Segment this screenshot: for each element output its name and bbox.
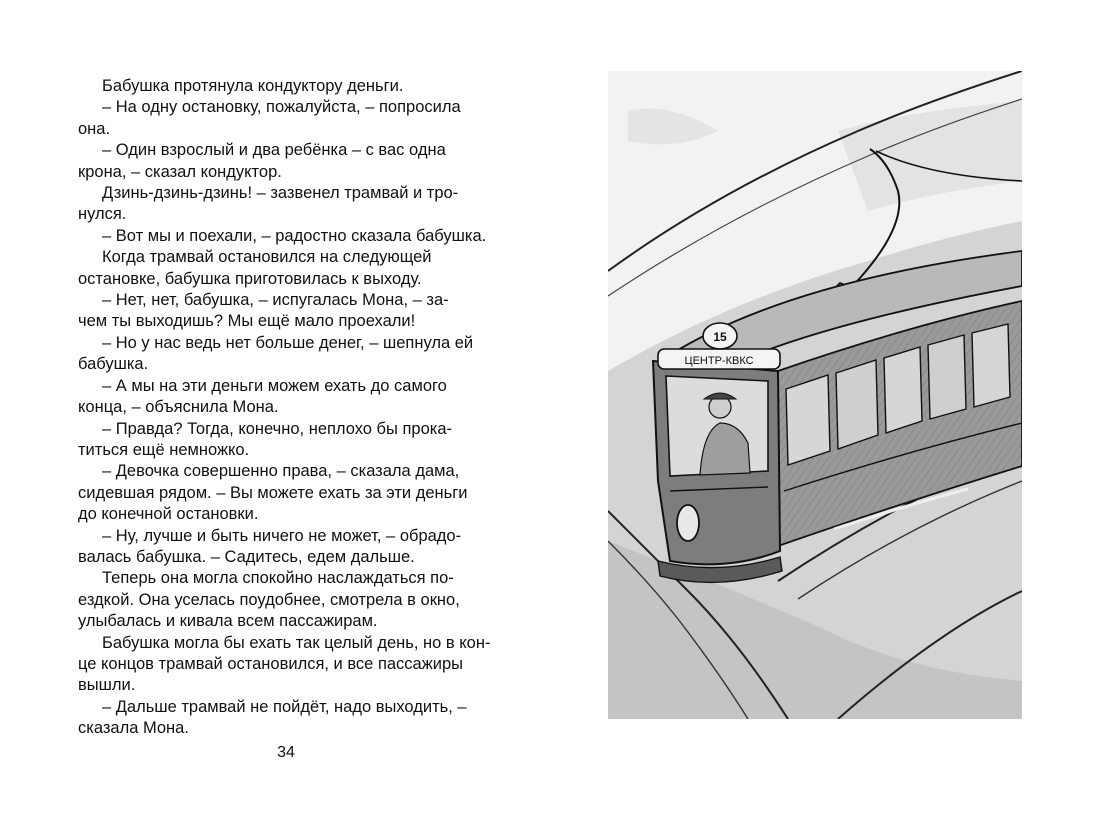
paragraph-13: Теперь она могла спокойно наслаждаться п…: [78, 569, 460, 631]
paragraph-1: Бабушка протянула кондуктору деньги.: [102, 77, 404, 95]
story-text: Бабушка протянула кондуктору деньги. – Н…: [78, 76, 491, 740]
paragraph-14: Бабушка могла бы ехать так целый день, н…: [78, 633, 491, 695]
paragraph-7: – Нет, нет, бабушка, – испугалась Мона, …: [78, 291, 449, 331]
paragraph-8: – Но у нас ведь нет больше денег, – шепн…: [78, 333, 474, 374]
destination-sign: ЦЕНТР-КВКС: [684, 355, 753, 367]
paragraph-3: – Один взрослый и два ребёнка – с вас од…: [78, 141, 446, 181]
paragraph-9: – А мы на эти деньги можем ехать до само…: [78, 376, 447, 417]
paragraph-11: – Девочка совершенно права, – сказала да…: [78, 462, 468, 524]
paragraph-6: Когда трамвай остановился на следующей о…: [78, 248, 432, 288]
paragraph-12: – Ну, лучше и быть ничего не может, – об…: [78, 526, 462, 566]
paragraph-10: – Правда? Тогда, конечно, неплохо бы про…: [78, 419, 452, 459]
tram-illustration: ЦЕНТР-КВКС 15: [608, 71, 1022, 719]
route-number: 15: [713, 330, 727, 344]
paragraph-5: – Вот мы и поехали, – радостно сказала б…: [102, 226, 487, 245]
page-number: 34: [277, 744, 295, 761]
paragraph-15: – Дальше трамвай не пойдёт, надо выходит…: [78, 697, 467, 738]
paragraph-2: – На одну остановку, пожалуйста, – попро…: [78, 98, 461, 138]
paragraph-4: Дзинь-дзинь-дзинь! – зазвенел трамвай и …: [78, 184, 459, 224]
